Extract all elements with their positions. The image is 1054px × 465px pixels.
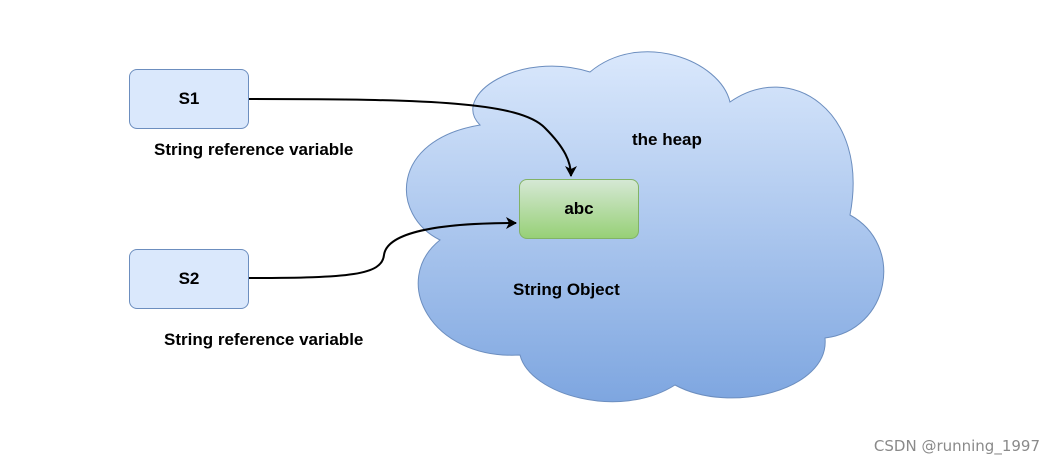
s2-label: S2 <box>178 269 200 288</box>
string-object-caption: String Object <box>513 280 620 299</box>
arrow-s1-to-object <box>248 98 577 177</box>
heap-label: the heap <box>632 130 702 149</box>
string-object-box[interactable]: abc <box>519 179 639 239</box>
s2-reference-box[interactable]: S2 <box>129 249 249 309</box>
heap-cloud-shape <box>406 51 885 403</box>
s2-caption: String reference variable <box>164 330 364 349</box>
s1-label: S1 <box>178 89 200 108</box>
s1-reference-box[interactable]: S1 <box>129 69 249 129</box>
arrow-s2-to-object <box>248 217 517 279</box>
string-object-value: abc <box>564 199 594 218</box>
s1-caption: String reference variable <box>154 140 354 159</box>
watermark-text: CSDN @running_1997 <box>873 437 1040 455</box>
